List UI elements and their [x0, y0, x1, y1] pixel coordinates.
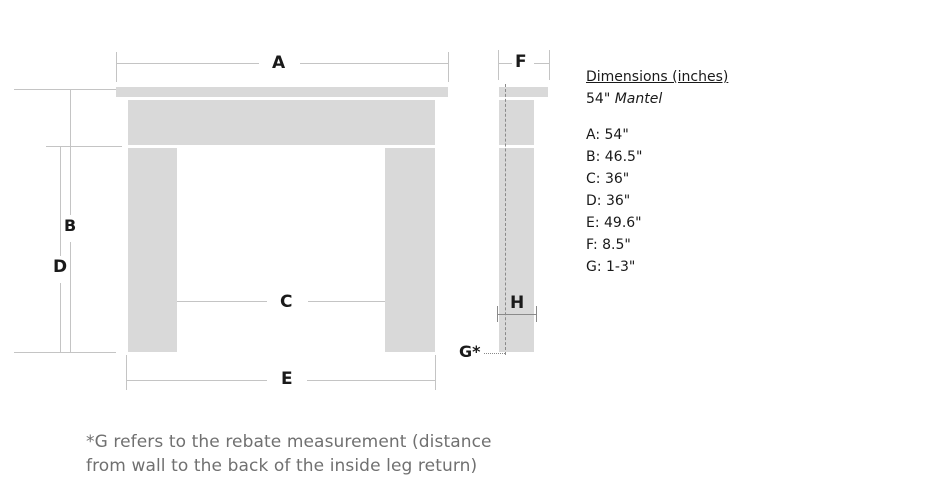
spec-spacer	[586, 110, 728, 124]
dim-label-c: C	[278, 292, 295, 312]
dim-label-d: D	[51, 257, 70, 277]
spec-item-g: G: 1-3"	[586, 259, 636, 275]
footnote-line-2: from wall to the back of the inside leg …	[86, 456, 478, 476]
spec-item-d: D: 36"	[586, 193, 631, 209]
dim-label-e: E	[279, 369, 295, 389]
dim-label-a: A	[270, 53, 288, 73]
floor-line	[14, 352, 116, 353]
dim-f-left-tick	[498, 50, 499, 80]
dim-h-line	[497, 314, 537, 315]
spec-title: Dimensions (inches)	[586, 69, 729, 85]
dim-a-line-left	[116, 63, 259, 64]
dim-label-f: F	[513, 52, 529, 72]
spec-item-f: F: 8.5"	[586, 237, 631, 253]
rebate-pointer-line	[484, 353, 505, 354]
dim-c-line-right	[308, 301, 385, 302]
mantel-frieze	[128, 100, 435, 145]
wall-reference-line	[505, 84, 506, 355]
dim-f-line-right	[534, 63, 549, 64]
dim-d-line-top	[60, 146, 61, 256]
dim-e-line-left	[126, 380, 267, 381]
spec-item-a: A: 54"	[586, 127, 629, 143]
side-leg	[499, 148, 534, 352]
dim-f-line-left	[498, 63, 512, 64]
dim-e-line-right	[307, 380, 435, 381]
dim-a-left-tick	[116, 52, 117, 82]
dim-d-top-extension	[46, 146, 122, 147]
mantel-shelf	[116, 87, 448, 97]
spec-item-c: C: 36"	[586, 171, 630, 187]
mantel-right-leg	[385, 148, 435, 352]
dim-a-line-right	[300, 63, 448, 64]
spec-item-b: B: 46.5"	[586, 149, 643, 165]
dim-label-b: B	[62, 216, 79, 235]
dim-a-right-tick	[448, 52, 449, 82]
spec-subtitle: 54" Mantel	[586, 88, 728, 110]
side-frieze	[499, 100, 534, 145]
dim-b-line-top	[70, 89, 71, 215]
mantel-left-leg	[128, 148, 177, 352]
dimensions-spec-list: Dimensions (inches) 54" Mantel A: 54" B:…	[586, 66, 728, 278]
dim-b-top-extension	[14, 89, 116, 90]
dim-d-line-bottom	[60, 283, 61, 353]
side-shelf	[499, 87, 548, 97]
spec-subtitle-size: 54"	[586, 91, 611, 107]
dim-c-line-left	[177, 301, 267, 302]
dim-e-left-tick	[126, 355, 127, 390]
dim-f-right-tick	[549, 50, 550, 80]
rebate-footnote: *G refers to the rebate measurement (dis…	[86, 430, 492, 478]
spec-item-e: E: 49.6"	[586, 215, 642, 231]
dim-b-line-bottom	[70, 242, 71, 353]
dim-e-right-tick	[435, 355, 436, 390]
footnote-line-1: *G refers to the rebate measurement (dis…	[86, 432, 492, 452]
dim-label-h: H	[510, 293, 525, 313]
spec-subtitle-name: Mantel	[614, 91, 663, 107]
dim-label-g: G*	[457, 342, 483, 361]
